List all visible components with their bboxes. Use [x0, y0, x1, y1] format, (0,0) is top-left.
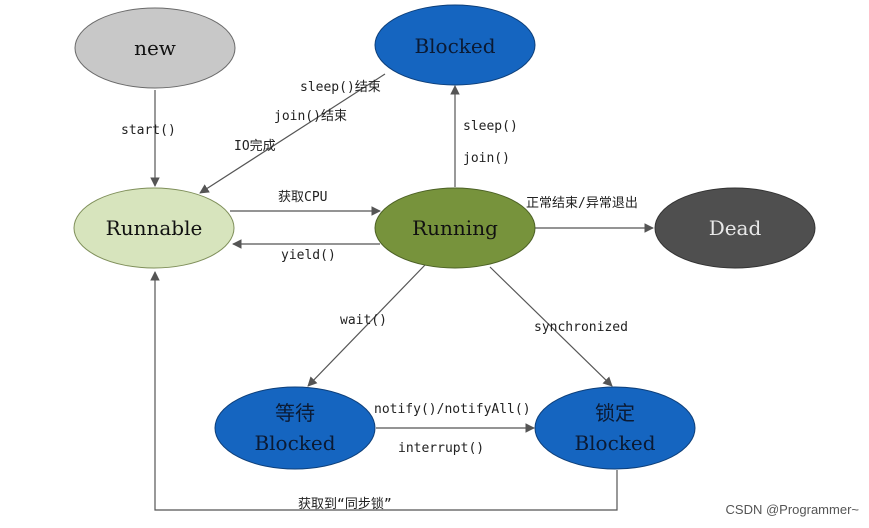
edge-label-start: start() [121, 123, 176, 138]
edges [150, 73, 654, 511]
node-locked-blocked: 锁定 Blocked [534, 386, 696, 470]
edge-label-get-lock: 获取到“同步锁” [298, 496, 392, 512]
edge-running-to-waiting [307, 264, 426, 387]
node-waiting-label-2: Blocked [254, 431, 335, 455]
node-blocked-top-label: Blocked [414, 34, 495, 58]
node-dead: Dead [654, 187, 816, 269]
edge-label-sleep: sleep() [463, 119, 518, 134]
node-locked-label-1: 锁定 [595, 401, 635, 425]
edge-label-sleep-end: sleep()结束 [300, 80, 381, 95]
edge-blocked-to-runnable [199, 73, 386, 194]
node-running: Running [374, 187, 536, 269]
edge-label-finish: 正常结束/异常退出 [526, 196, 638, 211]
node-locked-label-2: Blocked [574, 431, 655, 455]
node-dead-label: Dead [709, 216, 762, 240]
edge-label-io-done: IO完成 [234, 139, 276, 154]
node-blocked-top: Blocked [374, 4, 536, 86]
watermark: CSDN @Programmer~ [726, 502, 860, 517]
node-waiting-blocked: 等待 Blocked [214, 386, 376, 470]
edge-label-interrupt: interrupt() [398, 441, 484, 456]
edge-label-wait: wait() [340, 313, 387, 328]
edge-label-yield: yield() [281, 248, 336, 263]
edge-label-notify: notify()/notifyAll() [374, 402, 531, 417]
node-new: new [74, 7, 236, 89]
node-waiting-label-1: 等待 [275, 401, 315, 425]
edge-label-synchronized: synchronized [534, 320, 628, 335]
node-runnable-label: Runnable [106, 216, 203, 240]
node-new-label: new [134, 36, 176, 60]
edge-locked-to-runnable [150, 271, 618, 511]
edge-label-get-cpu: 获取CPU [278, 190, 327, 205]
edge-running-to-locked [489, 266, 613, 387]
edge-label-join: join() [463, 151, 510, 166]
node-running-label: Running [412, 216, 498, 240]
edge-label-join-end: join()结束 [274, 109, 347, 124]
node-runnable: Runnable [73, 187, 235, 269]
